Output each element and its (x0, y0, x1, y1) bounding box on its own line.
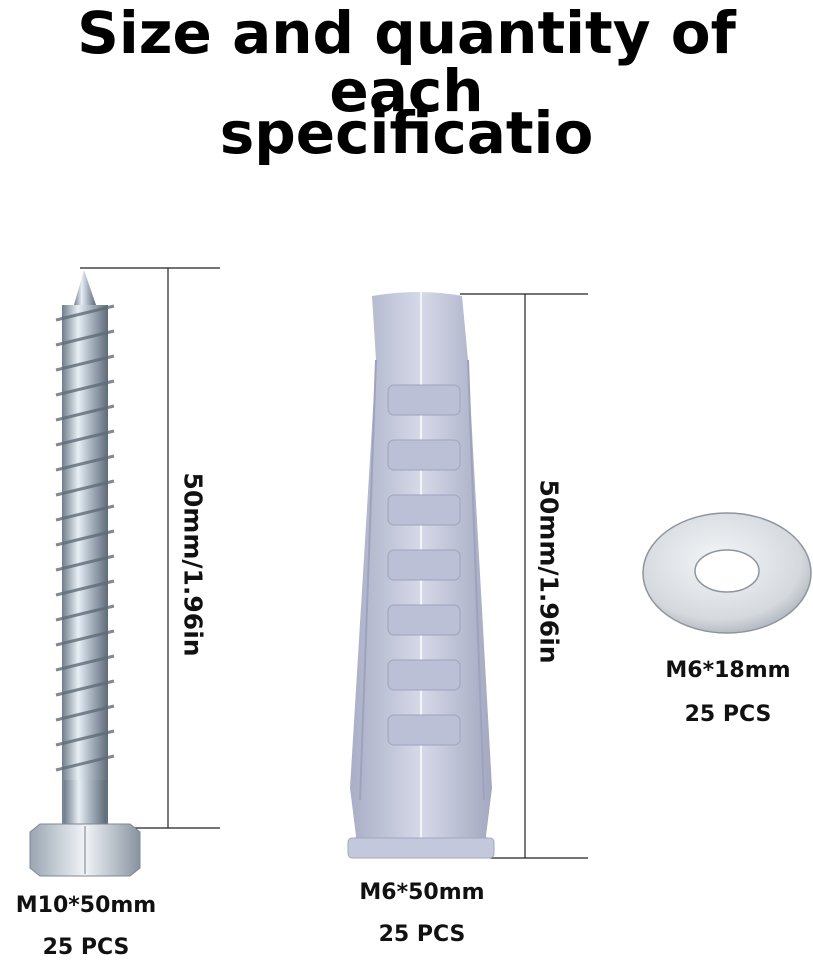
screw-spec: M10*50mm (15, 893, 157, 918)
screw-dimension-label: 50mm/1.96in (178, 472, 208, 657)
screw-quantity: 25 PCS (42, 935, 130, 960)
title-line-2: specificatio (219, 99, 594, 167)
wall-anchor-image (347, 292, 495, 859)
washer-quantity: 25 PCS (684, 702, 772, 727)
title-line-1: Size and quantity of each (77, 0, 736, 125)
washer-image (642, 512, 812, 634)
anchor-spec: M6*50mm (359, 880, 485, 905)
anchor-dimension-label: 50mm/1.96in (534, 479, 564, 664)
washer-spec: M6*18mm (665, 658, 791, 683)
screw-image (29, 270, 141, 877)
anchor-dimension-lines (460, 293, 588, 859)
anchor-quantity: 25 PCS (378, 922, 466, 947)
screw-dimension-lines (80, 267, 220, 829)
